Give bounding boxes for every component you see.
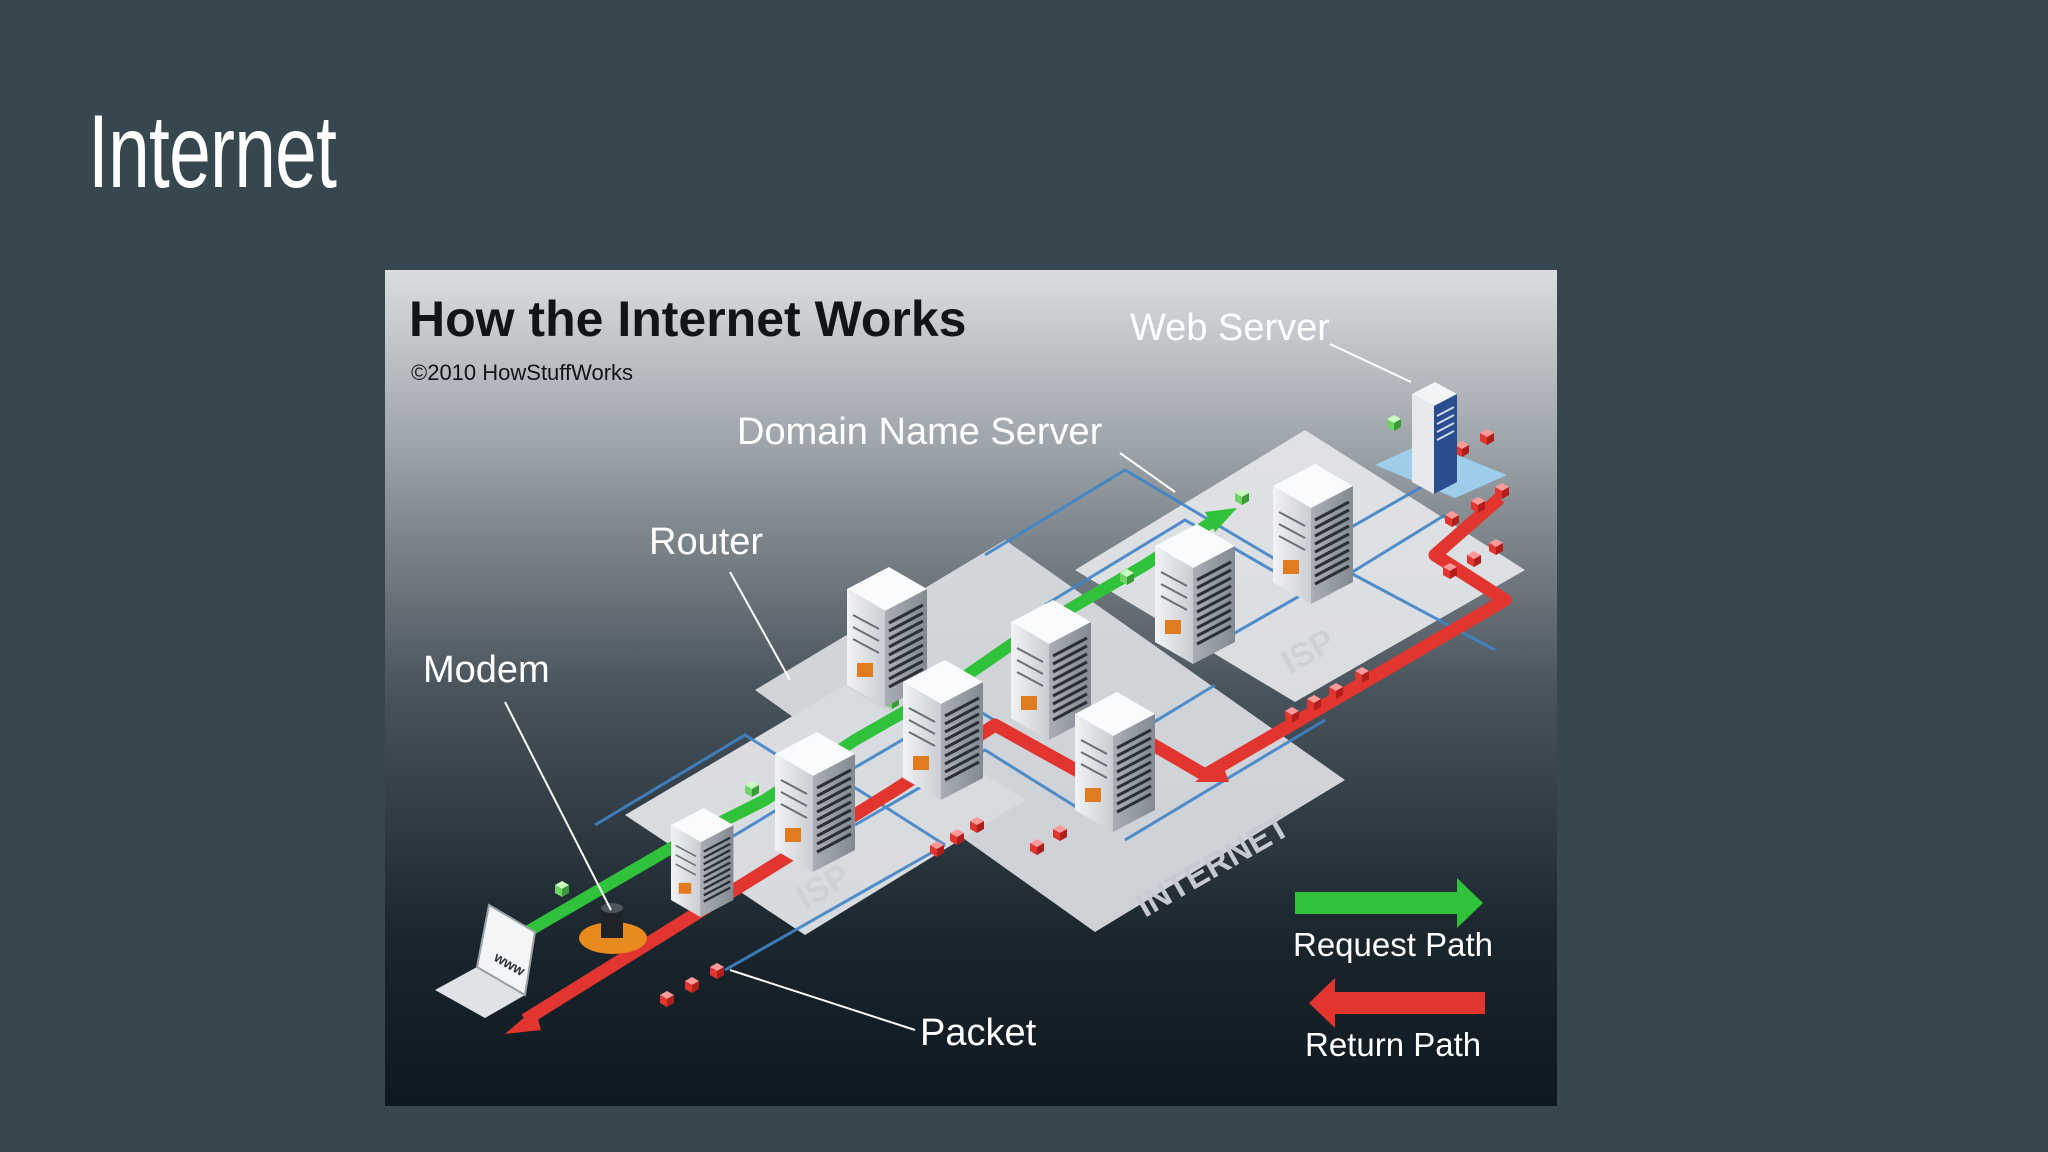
label-router: Router (649, 521, 763, 563)
diagram-title: How the Internet Works (409, 291, 966, 347)
return-path-arrowhead-2 (1195, 760, 1229, 782)
router-server-1 (773, 730, 857, 874)
label-web-server: Web Server (1130, 307, 1330, 349)
label-dns: Domain Name Server (737, 411, 1103, 453)
isp-server-right (1271, 462, 1355, 606)
isp-router-server (669, 806, 735, 919)
internet-diagram: www How the Internet Works ©2010 (385, 270, 1557, 1106)
legend-request-label: Request Path (1293, 926, 1493, 963)
laptop-icon: www (435, 903, 537, 1018)
router-server-5 (1073, 690, 1157, 834)
legend-request-arrow (1295, 878, 1483, 928)
dns-server (1153, 522, 1237, 666)
modem-icon (579, 903, 647, 954)
label-packet: Packet (920, 1012, 1037, 1054)
web-server-icon (1375, 382, 1507, 498)
router-server-3 (901, 658, 985, 802)
slide-title: Internet (88, 94, 337, 210)
diagram-copyright: ©2010 HowStuffWorks (411, 360, 633, 385)
label-modem: Modem (423, 649, 550, 691)
request-path-arrowhead (1205, 508, 1237, 532)
legend: Request Path Return Path (1293, 878, 1493, 1063)
legend-return-arrow (1309, 978, 1485, 1028)
legend-return-label: Return Path (1305, 1026, 1481, 1063)
leader-lines (504, 343, 1412, 1031)
return-path-arrowhead (505, 1008, 541, 1034)
